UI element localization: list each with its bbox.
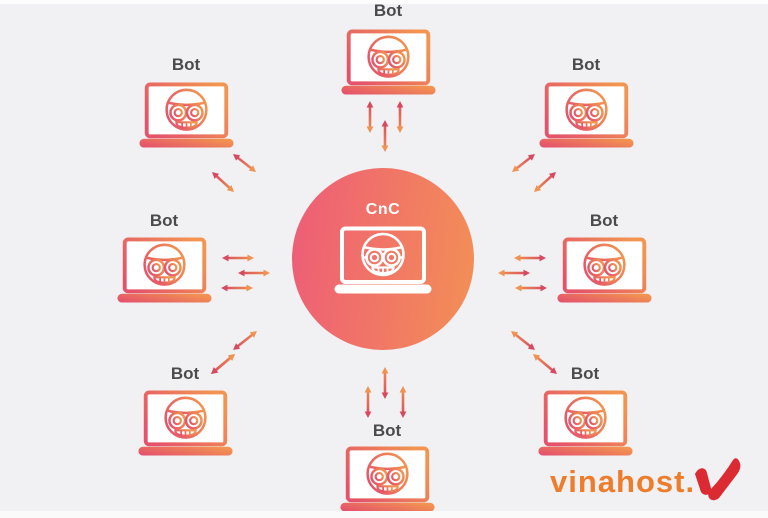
bot-laptop-icon [333, 226, 433, 301]
bot-label: Bot [373, 1, 403, 20]
bot-laptop-icon [556, 237, 653, 310]
cnc-node: CnC [292, 168, 474, 350]
bot-top-left: Bot [131, 56, 241, 155]
bot-label: Bot [171, 55, 201, 74]
bot-label: Bot [170, 364, 200, 383]
bot-laptop-icon [339, 446, 436, 518]
bot-laptop-icon [138, 82, 235, 155]
bot-label: Bot [570, 364, 600, 383]
watermark-text: vinahost. [550, 464, 696, 499]
red-check-v-logo [692, 457, 742, 510]
watermark: vinahost. [550, 458, 742, 510]
bot-laptop-icon [116, 237, 213, 310]
cnc-label: CnC [365, 201, 401, 218]
bot-label: Bot [372, 421, 402, 440]
bot-label: Bot [571, 55, 601, 74]
bot-label: Bot [589, 211, 619, 230]
bot-label: Bot [149, 211, 179, 230]
bot-bottom-right: Bot [530, 365, 640, 463]
bottom-edge-strip [0, 511, 768, 518]
bot-top-right: Bot [531, 56, 641, 155]
bot-laptop-icon [137, 390, 234, 463]
bot-mid-right: Bot [549, 212, 659, 310]
bot-laptop-icon [537, 390, 634, 463]
bot-mid-left: Bot [109, 212, 219, 310]
top-edge-strip [0, 0, 768, 4]
bot-laptop-icon [538, 82, 635, 155]
bot-laptop-icon [340, 29, 437, 102]
bot-top: Bot [333, 2, 443, 102]
bot-bottom-left: Bot [130, 365, 240, 463]
bot-bottom: Bot [332, 422, 442, 518]
